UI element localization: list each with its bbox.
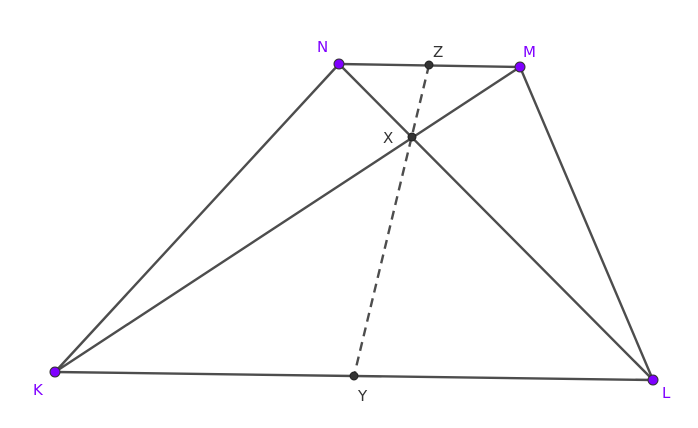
dashed-segment-ZY[interactable] (352, 64, 431, 377)
point-Z[interactable] (424, 60, 434, 70)
segment-KN[interactable] (53, 62, 341, 374)
point-L[interactable] (647, 374, 659, 386)
label-L: L (662, 384, 671, 402)
segment-KM[interactable] (53, 65, 522, 374)
segment-NL[interactable] (337, 62, 655, 382)
label-K: K (33, 381, 44, 399)
point-N[interactable] (333, 58, 345, 70)
point-X[interactable] (407, 132, 417, 142)
label-N: N (317, 38, 328, 56)
point-Y[interactable] (349, 371, 359, 381)
point-M[interactable] (514, 61, 526, 73)
label-M: M (523, 43, 536, 61)
label-X: X (383, 129, 393, 147)
label-Y: Y (357, 387, 368, 405)
segment-ML[interactable] (518, 65, 655, 382)
label-Z: Z (433, 43, 443, 61)
point-K[interactable] (49, 366, 61, 378)
